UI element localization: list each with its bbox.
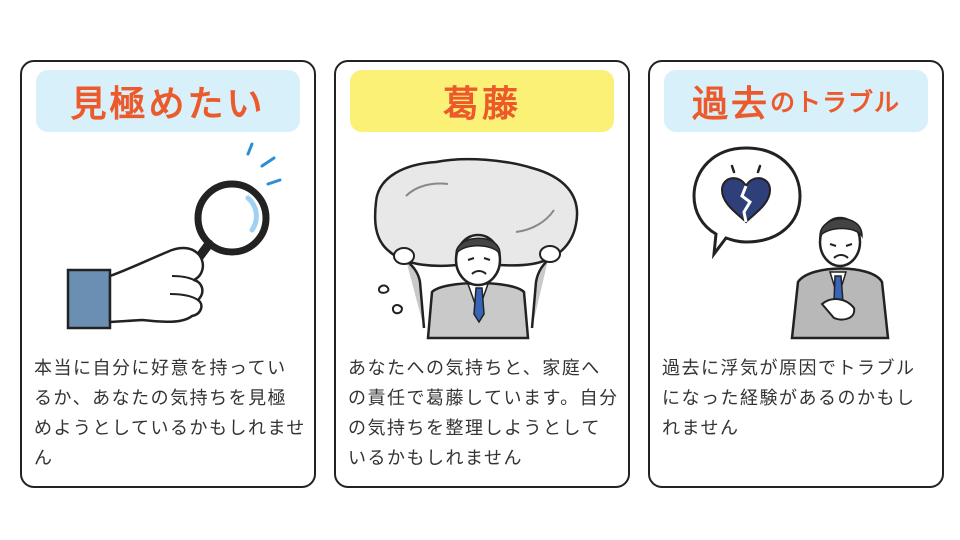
- sad-man-broken-heart-icon: [692, 146, 890, 340]
- card-title: 葛藤: [350, 70, 614, 132]
- card-title: 見極めたい: [36, 70, 300, 132]
- card-description: 過去に浮気が原因でトラブルになった経験があるのかもしれません: [662, 358, 916, 439]
- man-carrying-boulder-icon: [373, 157, 579, 340]
- card-title-suffix: のトラブル: [770, 88, 901, 117]
- card-description: あなたへの気持ちと、家庭への責任で葛藤しています。自分の気持ちを整理しようとして…: [348, 358, 619, 469]
- card-description: 本当に自分に好意を持っているか、あなたの気持ちを見極めようとしているかもしれませ…: [34, 358, 306, 469]
- card-title: 過去のトラブル: [664, 70, 928, 132]
- card-mikiwametai: 見極めたい 本当に自分に好意を持っているか、あなたの気持ちを見極めようとしている…: [20, 60, 316, 488]
- card-title-text: 葛藤: [442, 84, 521, 125]
- card-kako-no-trouble: 過去のトラブル 過去に浮気が原因でトラブルになった経験があるのかもしれません: [648, 60, 944, 488]
- card-title-text: 過去: [691, 84, 770, 125]
- magnifying-glass-hand-icon: [66, 142, 282, 330]
- card-kattou: 葛藤 あなたへの気持ちと、家庭への責任で葛藤しています。自分の気持ちを整理しよう…: [334, 60, 630, 488]
- card-title-text: 見極めたい: [70, 84, 266, 125]
